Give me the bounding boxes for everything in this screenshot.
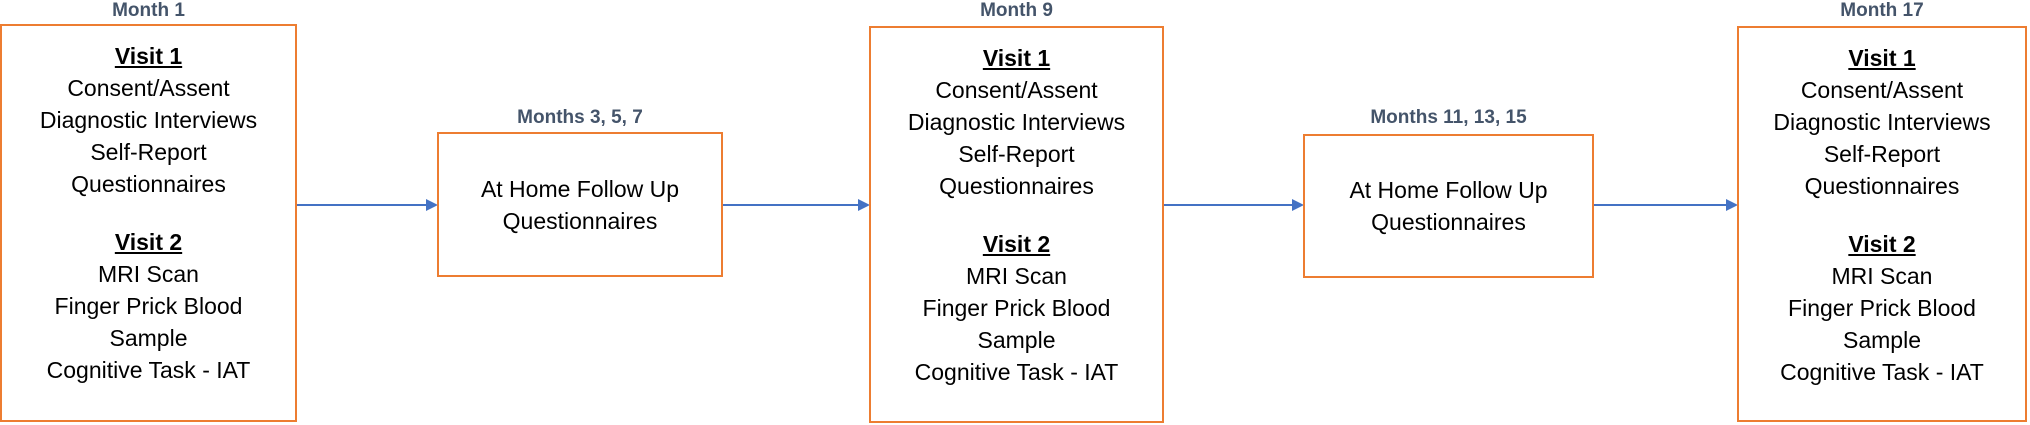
visit-2-item: Cognitive Task - IAT	[46, 357, 251, 383]
visit-2-heading: Visit 2	[114, 229, 183, 255]
visit-2-item: MRI Scan	[966, 263, 1067, 289]
stage-box-at-home-2: At Home Follow Up Questionnaires	[1303, 134, 1594, 278]
visit-2-item: Finger Prick Blood	[54, 293, 243, 319]
stage-label-months-11-13-15: Months 11, 13, 15	[1370, 107, 1527, 128]
at-home-item: Questionnaires	[502, 207, 658, 234]
at-home-item: At Home Follow Up	[1349, 177, 1548, 203]
visit-2-heading: Visit 2	[982, 231, 1051, 257]
visit-2-item: Cognitive Task - IAT	[1780, 359, 1984, 385]
visit-1-item: Questionnaires	[939, 173, 1094, 199]
visit-1-item: Questionnaires	[1804, 173, 1960, 199]
stage-label-month-1: Month 1	[112, 0, 185, 21]
visit-2-item: MRI Scan	[98, 261, 199, 287]
visit-1-item: Questionnaires	[71, 171, 226, 197]
visit-2-item: Finger Prick Blood	[1788, 295, 1976, 321]
stage-box-month-9: Visit 1 Consent/Assent Diagnostic Interv…	[869, 26, 1164, 423]
at-home-item: Questionnaires	[1371, 209, 1526, 235]
visit-2-item: Sample	[109, 325, 188, 351]
stage-box-month-1: Visit 1 Consent/Assent Diagnostic Interv…	[0, 24, 297, 422]
visit-2-item: Sample	[977, 327, 1056, 353]
stage-box-month-17: Visit 1 Consent/Assent Diagnostic Interv…	[1737, 26, 2027, 422]
visit-1-item: Diagnostic Interviews	[1773, 109, 1991, 135]
visit-1-item: Consent/Assent	[1800, 77, 1964, 103]
visit-1-heading: Visit 1	[1848, 45, 1916, 71]
visit-2-heading: Visit 2	[1848, 231, 1916, 257]
visit-1-item: Diagnostic Interviews	[39, 107, 258, 133]
stage-label-month-9: Month 9	[980, 0, 1053, 21]
visit-2-item: MRI Scan	[1831, 263, 1933, 289]
at-home-item: At Home Follow Up	[480, 175, 680, 202]
stage-box-at-home-1: At Home Follow Up Questionnaires	[437, 132, 723, 277]
visit-2-item: Finger Prick Blood	[922, 295, 1111, 321]
visit-2-item: Cognitive Task - IAT	[914, 359, 1119, 385]
stage-label-month-17: Month 17	[1840, 0, 1924, 21]
visit-1-heading: Visit 1	[114, 43, 183, 69]
visit-1-item: Self-Report	[90, 139, 207, 165]
visit-1-item: Consent/Assent	[935, 77, 1098, 103]
visit-2-item: Sample	[1843, 327, 1921, 353]
visit-1-item: Consent/Assent	[67, 75, 230, 101]
visit-1-item: Diagnostic Interviews	[907, 109, 1126, 135]
visit-1-item: Self-Report	[1823, 141, 1941, 167]
visit-1-heading: Visit 1	[982, 45, 1051, 71]
visit-1-item: Self-Report	[958, 141, 1075, 167]
stage-label-months-3-5-7: Months 3, 5, 7	[517, 107, 643, 128]
